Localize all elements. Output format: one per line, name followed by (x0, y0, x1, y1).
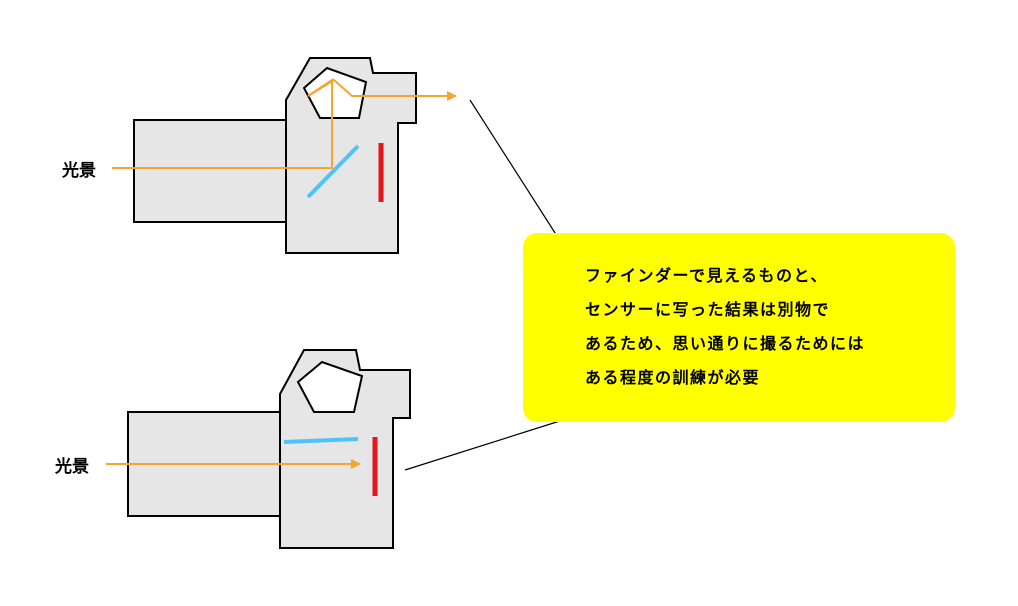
top-pentaprism (302, 66, 368, 119)
bottom-camera: 光景 (54, 349, 411, 549)
top-camera-lens (133, 119, 287, 223)
top-mirror (306, 144, 360, 199)
callout-line: ファインダーで見えるものと、 (585, 266, 828, 285)
bottom-pentaprism (296, 360, 364, 413)
bottom-mirror-raised (283, 437, 359, 444)
callout-line: センサーに写った結果は別物で (585, 300, 831, 319)
top-scene-label: 光景 (61, 160, 96, 181)
callout-box: ファインダーで見えるものと、 センサーに写った結果は別物で あるため、思い通りに… (523, 233, 955, 422)
callout-pointer-bottom (404, 419, 564, 471)
bottom-scene-label: 光景 (54, 456, 89, 477)
callout-line: ある程度の訓練が必要 (585, 368, 761, 387)
callout-line: あるため、思い通りに撮るためには (585, 334, 866, 353)
top-camera: 光景 (61, 57, 457, 254)
callout-pointer-top (469, 99, 558, 237)
top-light-path (112, 78, 457, 169)
